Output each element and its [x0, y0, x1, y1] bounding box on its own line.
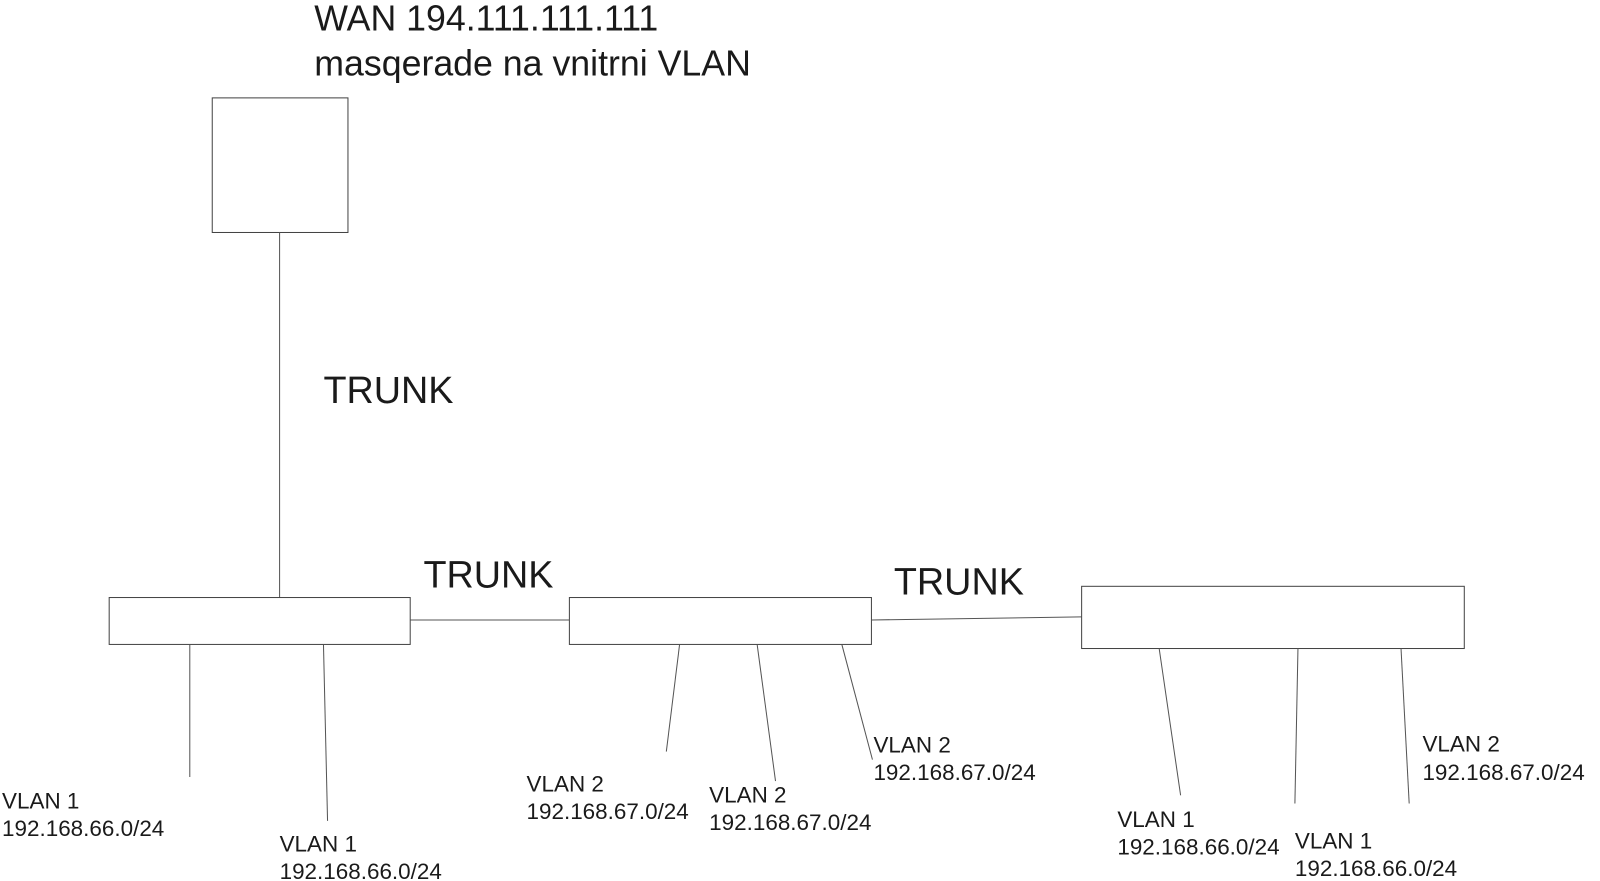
- switch-2: [568, 597, 872, 645]
- port-vlan: VLAN 2: [527, 771, 604, 796]
- port-vlan: VLAN 1: [2, 789, 79, 814]
- port-subnet: 192.168.67.0/24: [1422, 760, 1584, 785]
- port-label: VLAN 1 192.168.66.0/24: [280, 831, 442, 881]
- switch-1: [108, 597, 411, 645]
- port-vlan: VLAN 1: [280, 831, 357, 856]
- switch-3: [1081, 585, 1465, 650]
- port-vlan: VLAN 1: [1117, 807, 1194, 832]
- router-masquerade-label: masqerade na vnitrni VLAN: [314, 43, 751, 83]
- trunk-label-router: TRUNK: [323, 369, 453, 411]
- port-link: [1158, 648, 1182, 796]
- port-subnet: 192.168.66.0/24: [1295, 856, 1457, 881]
- router-wan-label: WAN 194.111.111.111: [314, 0, 658, 39]
- port-label: VLAN 2 192.168.67.0/24: [527, 771, 689, 824]
- port-vlan: VLAN 2: [709, 782, 786, 807]
- port-vlan: VLAN 2: [873, 733, 950, 758]
- port-subnet: 192.168.66.0/24: [2, 816, 164, 841]
- trunk-label-1-2: TRUNK: [423, 553, 553, 595]
- port-link: [841, 644, 873, 760]
- port-link: [322, 644, 329, 821]
- port-label: VLAN 2 192.168.67.0/24: [709, 782, 871, 835]
- port-subnet: 192.168.67.0/24: [873, 760, 1035, 785]
- port-vlan: VLAN 2: [1422, 732, 1499, 757]
- port-subnet: 192.168.67.0/24: [709, 810, 871, 835]
- port-label: VLAN 2 192.168.67.0/24: [1422, 732, 1584, 786]
- port-subnet: 192.168.66.0/24: [280, 859, 442, 881]
- port-vlan: VLAN 1: [1295, 828, 1372, 853]
- port-label: VLAN 1 192.168.66.0/24: [1295, 828, 1457, 881]
- trunk-label-2-3: TRUNK: [894, 560, 1024, 602]
- port-link: [1294, 648, 1299, 804]
- port-link: [1400, 648, 1410, 804]
- port-link: [756, 644, 777, 782]
- port-link: [665, 644, 681, 752]
- trunk-link-2-3: [871, 616, 1082, 621]
- port-subnet: 192.168.67.0/24: [527, 799, 689, 824]
- port-subnet: 192.168.66.0/24: [1117, 834, 1279, 859]
- router-box: [211, 97, 349, 233]
